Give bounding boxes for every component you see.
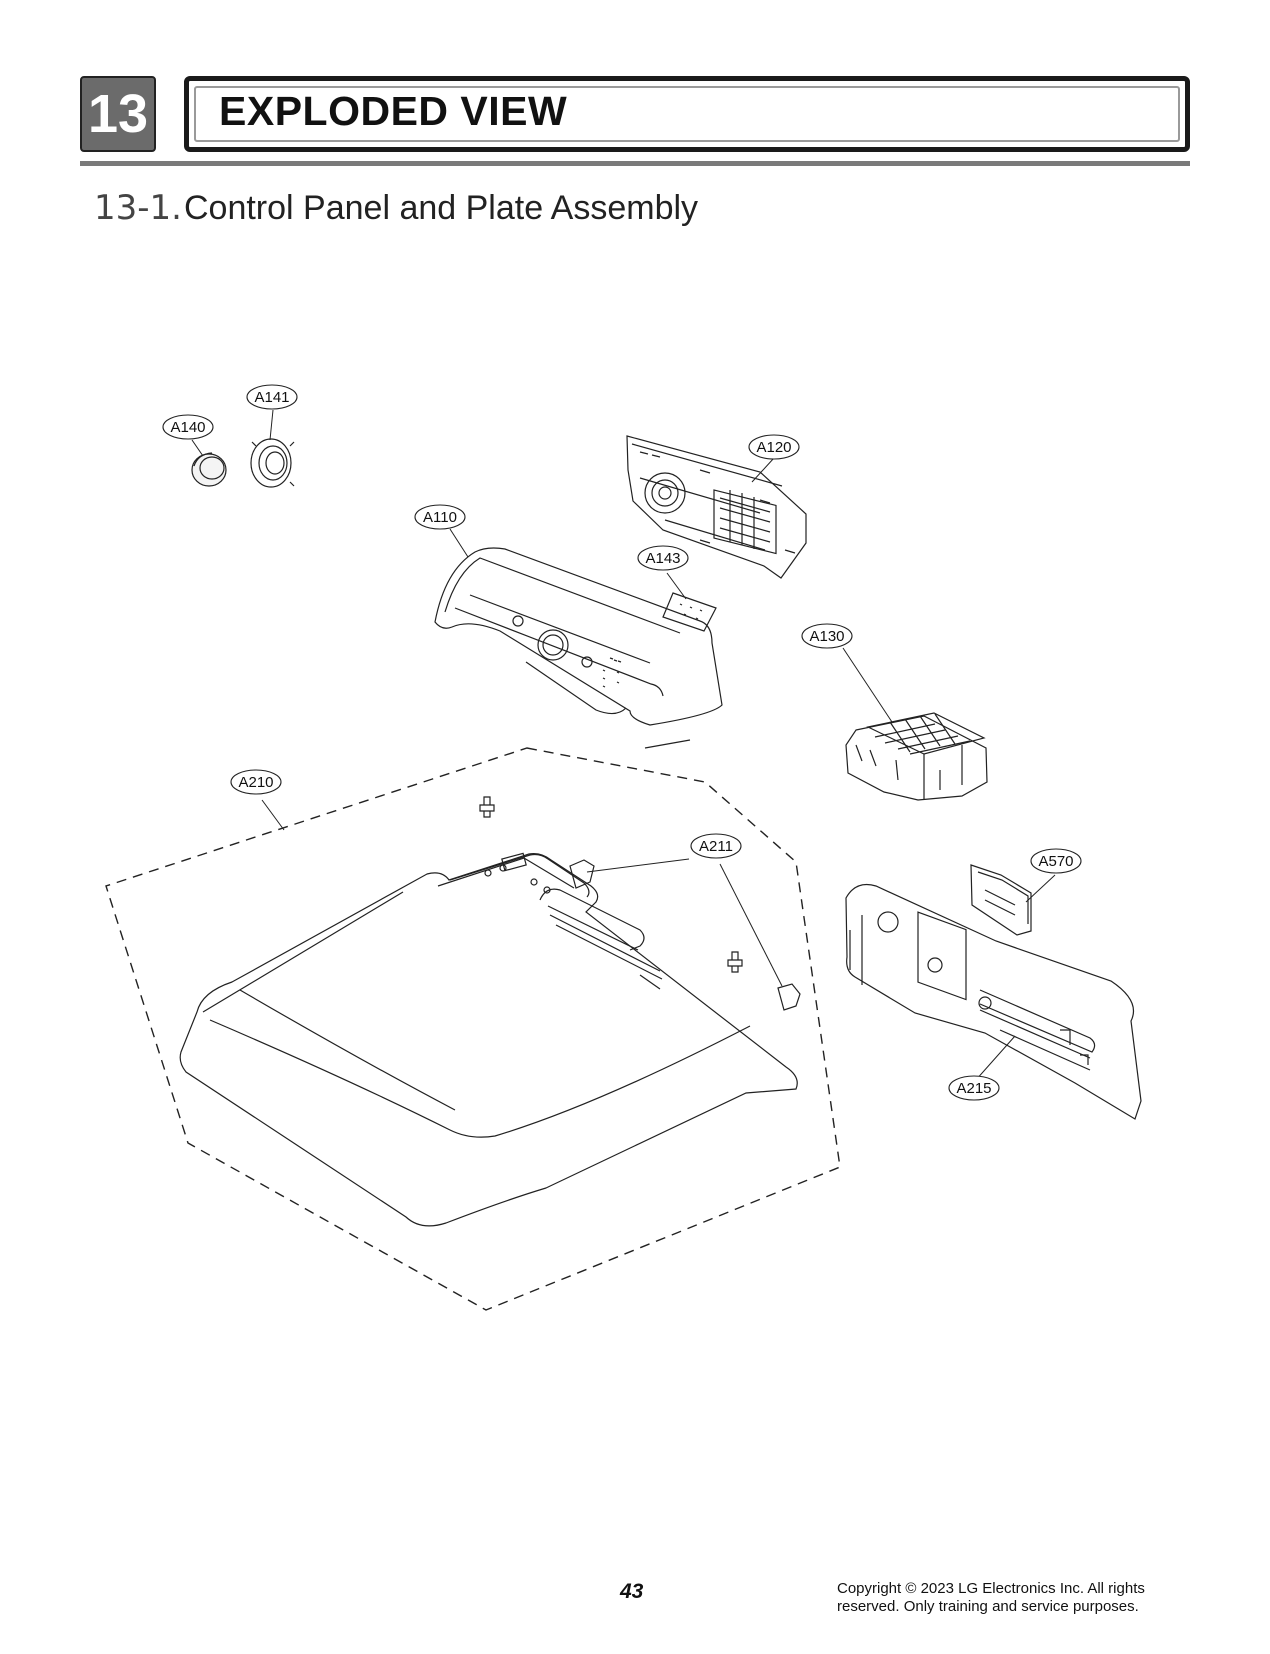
callout-ellipses: [162, 384, 1082, 1101]
callout-a110: A110: [423, 509, 457, 526]
main-pcb-part: [626, 435, 807, 579]
page-number: 43: [620, 1580, 644, 1603]
knob-ring-part: [250, 438, 295, 488]
filter-module-part: [845, 712, 988, 801]
screw-pin: [479, 796, 743, 973]
subsection-title: Control Panel and Plate Assembly: [183, 189, 699, 227]
plate-assembly-boundary: [105, 747, 841, 1311]
top-plate-part: [179, 852, 798, 1227]
title-inner-frame: [194, 86, 1180, 142]
header-rule: [80, 161, 1190, 166]
subsection-heading: 13-1.Control Panel and Plate Assembly: [94, 188, 698, 228]
knob-part: [191, 452, 227, 487]
copyright-notice: Copyright © 2023 LG Electronics Inc. All…: [837, 1580, 1197, 1616]
callout-a570: A570: [1038, 853, 1073, 870]
callout-a143: A143: [645, 550, 680, 567]
copyright-line-2: reserved. Only training and service purp…: [837, 1598, 1139, 1615]
sub-pcb-part: [662, 592, 717, 632]
rear-plate-part: [845, 883, 1142, 1120]
callout-a215: A215: [956, 1080, 991, 1097]
leader-lines: [191, 409, 1056, 1082]
callout-a140: A140: [170, 419, 205, 436]
section-title-box: EXPLODED VIEW: [184, 76, 1190, 152]
cover-plate-part: [970, 864, 1032, 936]
callout-labels: A141 A140 A120 A110 A143 A130 A210 A211 …: [170, 389, 1073, 1097]
control-panel-part: [434, 547, 723, 749]
copyright-line-1: Copyright © 2023 LG Electronics Inc. All…: [837, 1580, 1145, 1597]
callout-a130: A130: [809, 628, 844, 645]
callout-a120: A120: [756, 439, 791, 456]
callout-a141: A141: [254, 389, 289, 406]
section-title: EXPLODED VIEW: [219, 88, 568, 134]
callout-a210: A210: [238, 774, 273, 791]
section-number-badge: 13: [80, 76, 156, 152]
subsection-number: 13-1.: [94, 188, 182, 228]
bracket-part: [569, 859, 801, 1011]
callout-a211: A211: [699, 838, 733, 855]
